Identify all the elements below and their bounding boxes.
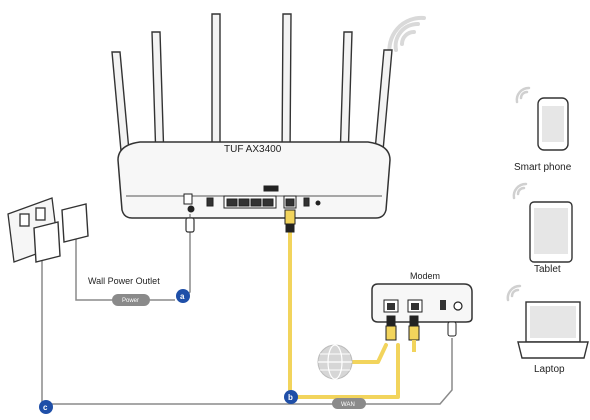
svg-text:a: a: [180, 292, 185, 301]
laptop-icon: [518, 302, 588, 358]
step-badge-b: b: [284, 390, 298, 404]
smartphone-icon: [538, 98, 568, 150]
router-antennas: [112, 14, 392, 162]
router-wifi-icon: [389, 18, 424, 56]
router-wan-plug: [285, 210, 295, 232]
svg-text:b: b: [288, 393, 293, 402]
svg-text:c: c: [43, 403, 48, 412]
laptop-label: Laptop: [534, 364, 565, 375]
modem-label: Modem: [410, 271, 440, 281]
tablet-label: Tablet: [534, 264, 561, 275]
tablet-wifi-icon: [514, 184, 526, 198]
step-badge-a: a: [176, 289, 190, 303]
laptop-wifi-icon: [508, 286, 520, 300]
smartphone-wifi-icon: [517, 88, 529, 102]
tablet-icon: [530, 202, 572, 262]
globe-icon: [318, 345, 352, 379]
power-cable-pill: Power: [112, 294, 150, 306]
power-port: [188, 206, 194, 212]
svg-text:Power: Power: [122, 298, 139, 304]
step-badge-c: c: [39, 400, 53, 414]
wan-cable-pill: WAN: [332, 398, 366, 409]
modem: Modem: [372, 271, 472, 322]
router-power-plug: [186, 218, 194, 232]
wall-power-outlet-label: Wall Power Outlet: [88, 276, 160, 286]
svg-text:WAN: WAN: [341, 402, 355, 408]
router: TUF AX3400: [112, 14, 392, 218]
router-model-label: TUF AX3400: [224, 144, 282, 155]
smartphone-label: Smart phone: [514, 162, 572, 173]
